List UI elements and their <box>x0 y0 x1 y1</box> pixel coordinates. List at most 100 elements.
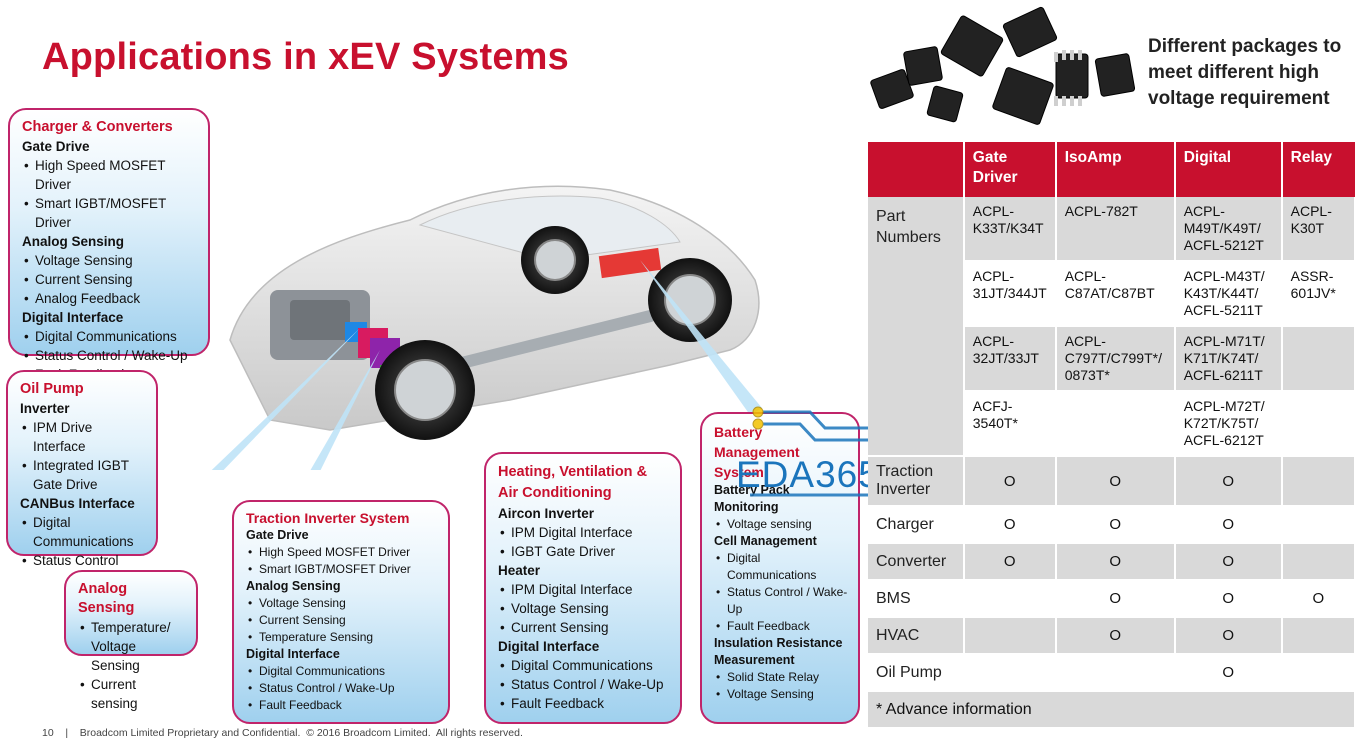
list-item: Status Control / Wake-Up <box>714 584 848 618</box>
group-heading: Digital Interface <box>22 310 124 325</box>
table-cell <box>1281 543 1356 581</box>
group-heading: Inverter <box>20 401 70 416</box>
item-list: Voltage sensing <box>714 516 848 533</box>
table-row: Part Numbers ACPL-K33T/K34T ACPL-782T AC… <box>868 197 1356 457</box>
table-cell <box>1055 391 1176 457</box>
table-cell <box>1281 391 1356 457</box>
item-list: IPM Digital Interface Voltage Sensing Cu… <box>498 580 670 637</box>
table-cell <box>1055 654 1176 692</box>
row-label: Part Numbers <box>868 197 965 457</box>
table-cell: O <box>963 506 1057 544</box>
list-item: Voltage Sensing <box>246 595 438 612</box>
group-heading: Gate Drive <box>22 139 90 154</box>
list-item: Status Control <box>20 551 146 570</box>
table-cell: O <box>1055 617 1176 655</box>
table-cell: O <box>963 543 1057 581</box>
table-cell: ACFJ-3540T* <box>963 391 1057 457</box>
list-item: Status Control / Wake-Up <box>246 680 438 697</box>
group-heading: Aircon Inverter <box>498 506 595 521</box>
table-cell <box>1281 506 1356 544</box>
callout-traction-inverter: Traction Inverter System Gate Drive High… <box>232 500 450 724</box>
group-heading: Insulation Resistance Measurement <box>714 636 843 667</box>
table-cell <box>963 654 1057 692</box>
table-cell: ACPL-C797T/C799T*/ 0873T* <box>1055 326 1176 392</box>
table-cell <box>1281 326 1356 392</box>
list-item: Current Sensing <box>498 618 670 637</box>
table-cell: ACPL-K30T <box>1281 197 1356 262</box>
list-item: Solid State Relay <box>714 669 848 686</box>
table-cell: O <box>1055 506 1176 544</box>
table-cell: O <box>1174 506 1283 544</box>
table-header-cell: IsoAmp <box>1055 142 1176 197</box>
list-item: Current Sensing <box>246 612 438 629</box>
callout-title: Battery Management System <box>714 424 800 480</box>
list-item: Voltage Sensing <box>714 686 848 703</box>
item-list: Voltage Sensing Current Sensing Analog F… <box>22 251 198 308</box>
table-cell: ACPL-32JT/33JT <box>963 326 1057 392</box>
table-cell <box>963 617 1057 655</box>
callout-title: Charger & Converters <box>22 119 173 135</box>
table-cell: O <box>1174 456 1283 507</box>
callout-charger-converters: Charger & Converters Gate Drive High Spe… <box>8 108 210 384</box>
callout-title: Analog Sensing <box>78 581 135 616</box>
table-row: ACPL-31JT/344JT ACPL-C87AT/C87BT ACPL-M4… <box>868 261 1356 327</box>
table-row: Converter O O O <box>868 543 1356 581</box>
item-list: IPM Digital Interface IGBT Gate Driver <box>498 523 670 561</box>
callout-title: Traction Inverter System <box>246 510 410 526</box>
list-item: Digital Communications <box>498 656 670 675</box>
group-heading: Gate Drive <box>246 528 309 542</box>
item-list: High Speed MOSFET Driver Smart IGBT/MOSF… <box>246 544 438 578</box>
item-list: IPM Drive Interface Integrated IGBT Gate… <box>20 418 146 494</box>
list-item: Fault Feedback <box>714 618 848 635</box>
table-row: ACFJ-3540T* ACPL-M72T/ K72T/K75T/ ACFL-6… <box>868 391 1356 457</box>
callout-analog-sensing: Analog Sensing Temperature/ Voltage Sens… <box>64 570 198 711</box>
table-row: Oil Pump O <box>868 654 1356 692</box>
table-header-row: Gate Driver IsoAmp Digital Relay <box>868 142 1355 197</box>
item-list: Solid State Relay Voltage Sensing <box>714 669 848 703</box>
list-item: Voltage Sensing <box>498 599 670 618</box>
table-cell: O <box>1174 617 1283 655</box>
row-label: Converter <box>868 543 965 581</box>
table-footnote: * Advance information <box>868 691 1356 729</box>
table-cell: O <box>963 456 1057 507</box>
table-row: BMS O O O <box>868 580 1356 618</box>
row-label: Traction Inverter <box>868 456 965 507</box>
table-row: HVAC O O <box>868 617 1356 655</box>
table-cell: ACPL-782T <box>1055 197 1176 262</box>
list-item: Voltage sensing <box>714 516 848 533</box>
group-heading: Cell Management <box>714 534 817 548</box>
list-item: Current Sensing <box>22 270 198 289</box>
group-heading: Analog Sensing <box>22 234 125 249</box>
list-item: High Speed MOSFET Driver <box>246 544 438 561</box>
list-item: Temperature Sensing <box>246 629 438 646</box>
table-cell: O <box>1174 580 1283 618</box>
table-row: Traction Inverter O O O <box>868 456 1356 507</box>
callout-title: Oil Pump <box>20 381 84 397</box>
list-item: IPM Digital Interface <box>498 580 670 599</box>
table-cell: ACPL-C87AT/C87BT <box>1055 261 1176 327</box>
table-header-cell <box>868 142 965 197</box>
list-item: Analog Feedback <box>22 289 198 308</box>
list-item: Digital Communications <box>714 550 848 584</box>
table-cell: O <box>1055 456 1176 507</box>
table-cell: O <box>1055 580 1176 618</box>
table-cell <box>1281 456 1356 507</box>
list-item: Status Control / Wake-Up <box>498 675 670 694</box>
chip-packages-image <box>870 6 1136 125</box>
table-cell: ACPL-31JT/344JT <box>963 261 1057 327</box>
list-item: Current sensing <box>78 675 186 713</box>
car-cutaway-illustration <box>211 185 762 470</box>
table-cell: ACPL-M43T/ K43T/K44T/ ACFL-5211T <box>1174 261 1283 327</box>
callout-title: Heating, Ventilation & Air Conditioning <box>498 464 648 501</box>
list-item: High Speed MOSFET Driver <box>22 156 198 194</box>
item-list: Digital Communications Status Control <box>20 513 146 570</box>
row-label: HVAC <box>868 617 965 655</box>
list-item: IPM Digital Interface <box>498 523 670 542</box>
row-label: Oil Pump <box>868 654 965 692</box>
table-footnote-row: * Advance information <box>868 691 1356 729</box>
callout-battery-management: Battery Management System Battery Pack M… <box>700 412 860 724</box>
table-row: Charger O O O <box>868 506 1356 544</box>
packages-caption: Different packages to meet different hig… <box>1148 36 1342 109</box>
row-label: BMS <box>868 580 965 618</box>
group-heading: Digital Interface <box>246 647 340 661</box>
